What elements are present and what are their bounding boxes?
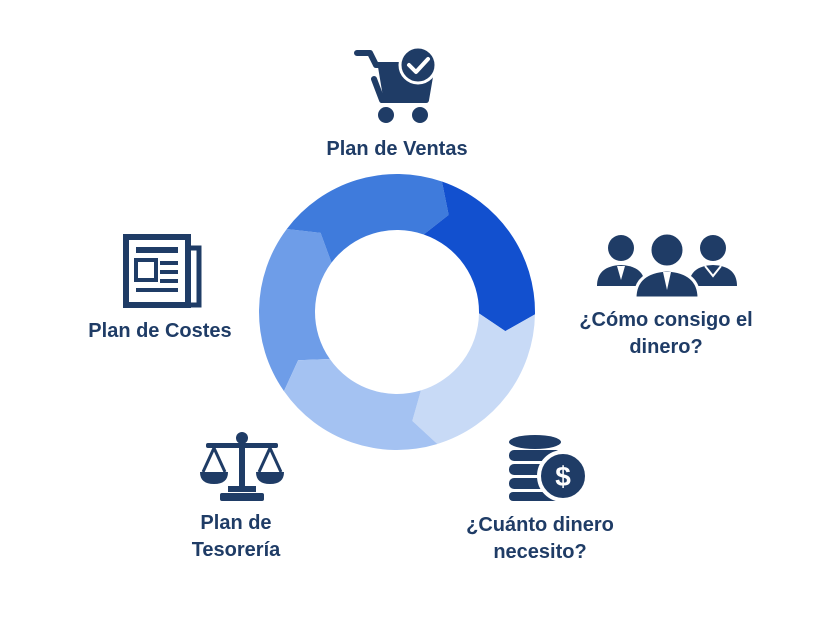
label-cuanto-dinero-necesito: ¿Cuánto dinero necesito? — [466, 514, 614, 563]
label-como-consigo-dinero: ¿Cómo consigo el dinero? — [579, 309, 753, 358]
svg-text:$: $ — [555, 461, 571, 492]
people-group-icon — [593, 232, 741, 300]
label-plan-de-tesoreria: Plan de Tesorería — [191, 512, 281, 561]
ring-segment-tesoreria — [412, 313, 535, 444]
label-plan-de-costes: Plan de Costes — [88, 320, 232, 342]
ring-segment-costes — [283, 359, 438, 450]
newspaper-icon — [122, 234, 204, 308]
label-plan-de-ventas: Plan de Ventas — [326, 138, 468, 160]
balance-scale-icon — [198, 430, 286, 502]
ring-segment-dinero — [286, 174, 449, 263]
shopping-cart-check-icon — [352, 45, 442, 125]
ring-segment-ventas — [259, 228, 332, 392]
ring-segment-cuanto — [423, 181, 536, 332]
coin-stack-dollar-icon: $ — [505, 432, 589, 502]
